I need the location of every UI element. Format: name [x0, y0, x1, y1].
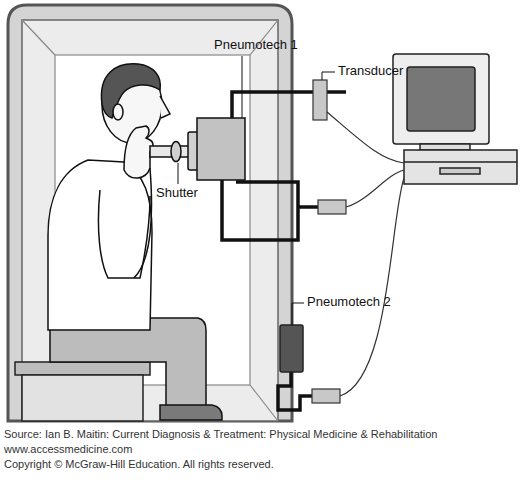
seat-part — [22, 375, 143, 421]
computer-part — [404, 161, 517, 163]
pneumotach-1-part — [197, 118, 245, 180]
subject-part — [101, 64, 160, 118]
booth — [8, 5, 292, 421]
transducer-part — [312, 389, 340, 403]
subject-part — [48, 160, 152, 330]
computer-part — [393, 54, 489, 144]
leader-lines-part — [242, 56, 243, 118]
part-label: Transducer — [338, 64, 403, 79]
subject-part — [134, 168, 151, 278]
subject-part — [113, 104, 123, 120]
transducer-part — [313, 80, 327, 120]
booth-part — [22, 20, 55, 55]
source-note: Copyright © McGraw-Hill Education. All r… — [4, 458, 274, 471]
seat — [15, 362, 150, 421]
signal-wires-part — [346, 170, 404, 207]
leader-lines-part — [322, 72, 335, 80]
subject-part — [160, 96, 170, 118]
booth-part — [250, 385, 278, 421]
pneumotach-1 — [150, 118, 245, 180]
pressure-tubes-part — [222, 180, 298, 240]
pressure-tubes-part — [298, 205, 318, 209]
pressure-tubes — [222, 92, 346, 410]
part-label: Pneumotech 1 — [214, 38, 298, 53]
subject-part — [124, 126, 153, 178]
signal-wires-part — [340, 178, 404, 396]
computer-part — [404, 150, 517, 184]
transducer — [312, 80, 346, 403]
computer — [393, 54, 517, 184]
subject-part — [160, 405, 222, 420]
booth-part — [22, 20, 278, 421]
leader-lines-part — [292, 303, 304, 325]
pressure-tubes-part — [278, 372, 312, 410]
leader-lines-part — [178, 163, 179, 184]
source-note: Source: Ian B. Maitin: Current Diagnosis… — [4, 428, 437, 441]
computer-part — [440, 168, 480, 174]
part-label: Pneumotech 2 — [307, 295, 391, 310]
signal-wires — [327, 112, 404, 396]
computer-part — [407, 67, 475, 131]
seat-part — [15, 362, 150, 375]
subject — [48, 64, 222, 420]
transducer-part — [318, 200, 346, 214]
computer-part — [420, 144, 470, 150]
signal-wires-part — [327, 112, 404, 163]
source-note: www.accessmedicine.com — [4, 443, 132, 456]
pneumotach-2 — [280, 325, 303, 372]
part-label: Shutter — [156, 186, 198, 201]
leader-lines — [178, 56, 335, 325]
subject-part — [50, 318, 206, 408]
pneumotach-1-part — [171, 142, 181, 162]
booth-part — [8, 5, 292, 421]
